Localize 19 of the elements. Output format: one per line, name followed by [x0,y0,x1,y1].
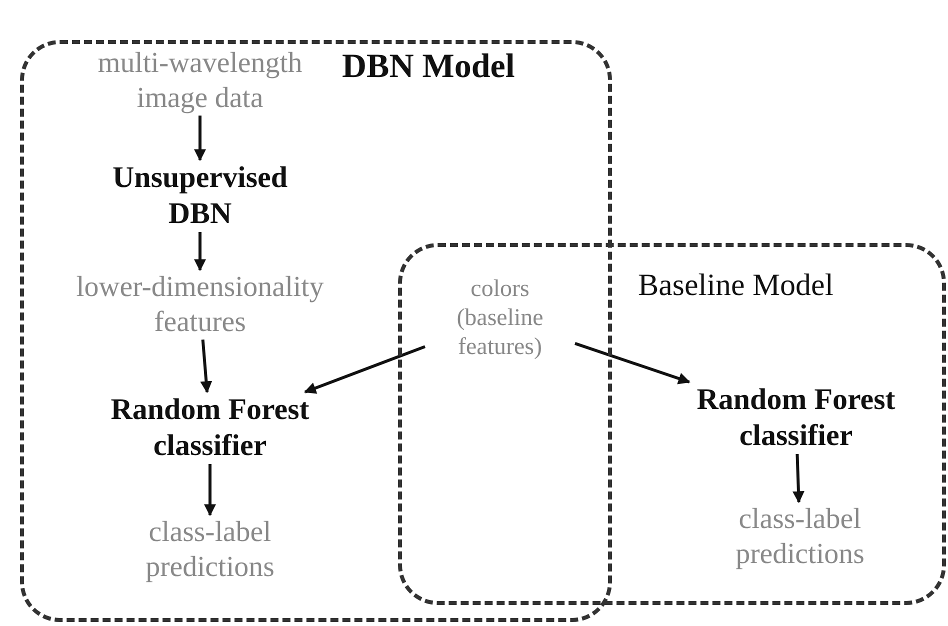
arrow [194,232,206,272]
arrow [792,454,804,504]
arrow [304,345,426,394]
data-label: multi-wavelength image data [60,46,340,116]
arrow [204,464,216,516]
data-label: class-label predictions [100,515,320,585]
arrow [200,339,212,394]
region-title: DBN Model [342,48,515,86]
dashed-group-region [398,243,946,605]
arrow [574,342,690,384]
data-label: class-label predictions [700,502,900,572]
process-label: Random Forest classifier [70,392,350,464]
process-label: Random Forest classifier [648,382,944,454]
data-label: colors (baseline features) [425,275,575,362]
process-label: Unsupervised DBN [85,160,315,232]
dashed-group-region [20,40,612,622]
arrow [194,116,206,162]
region-title: Baseline Model [638,267,834,303]
data-label: lower-dimensionality features [30,270,370,340]
